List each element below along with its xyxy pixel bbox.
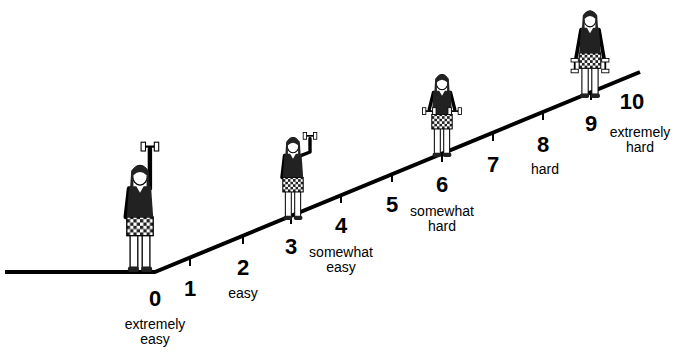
scale-descriptor: extremely easy: [120, 317, 190, 348]
lifter-figure: [422, 75, 461, 157]
scale-number: 7: [487, 153, 499, 177]
scale-ramp: [5, 72, 640, 272]
scale-number: 9: [585, 112, 597, 136]
scale-number: 8: [537, 133, 549, 157]
lifter-figure: [282, 132, 317, 220]
scale-descriptor: extremely hard: [607, 125, 673, 156]
lifter-figure: [571, 11, 609, 98]
scale-descriptor: hard: [520, 162, 570, 177]
scale-number: 0: [149, 287, 161, 311]
scale-number: 4: [335, 214, 347, 238]
scale-number: 1: [184, 277, 196, 301]
scale-number: 5: [386, 193, 398, 217]
scale-number: 6: [436, 173, 448, 197]
scale-descriptor: somewhat hard: [405, 204, 480, 235]
scale-number: 3: [285, 235, 297, 259]
scale-ticks: [190, 92, 591, 266]
scale-number: 10: [620, 90, 644, 114]
scale-descriptor: easy: [218, 286, 268, 301]
lifter-figure: [126, 142, 159, 272]
scale-descriptor: somewhat easy: [304, 245, 379, 276]
scale-number: 2: [237, 256, 249, 280]
